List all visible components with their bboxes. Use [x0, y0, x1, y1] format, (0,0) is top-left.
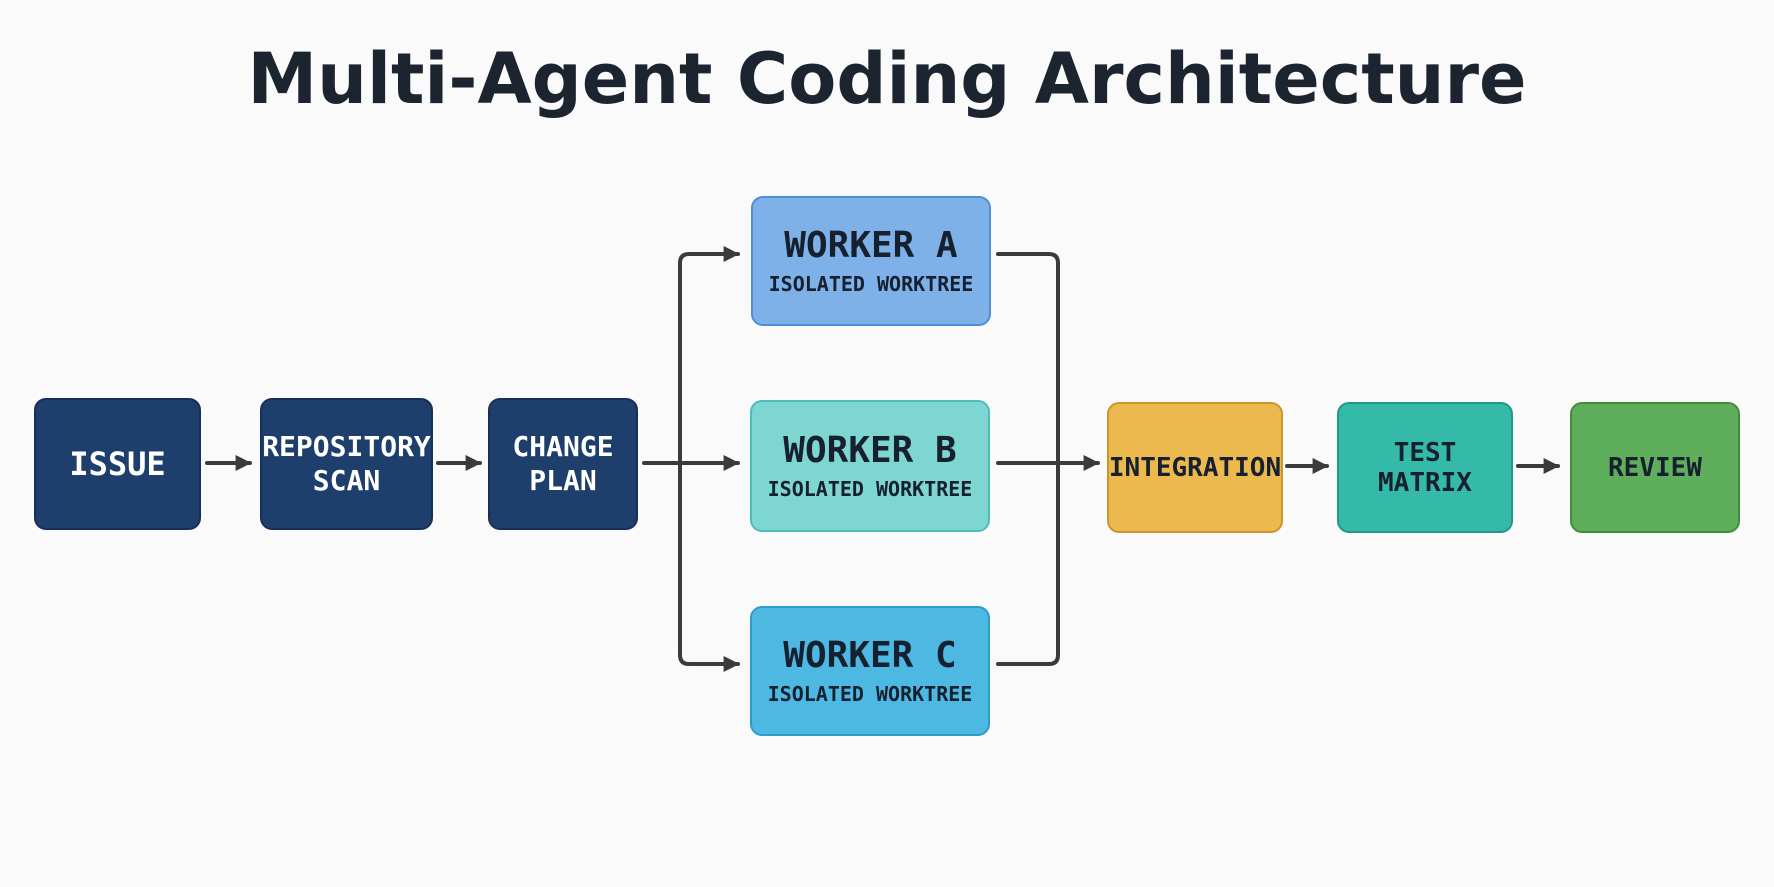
node-worker-b-label: WORKER B [783, 430, 957, 471]
node-review: REVIEW [1570, 402, 1740, 533]
node-review-label: REVIEW [1608, 452, 1702, 483]
node-test-matrix-label: TEST MATRIX [1378, 437, 1472, 498]
node-repository-scan: REPOSITORY SCAN [260, 398, 433, 530]
node-worker-b: WORKER B ISOLATED WORKTREE [750, 400, 990, 532]
node-repository-scan-label: REPOSITORY SCAN [262, 430, 431, 497]
node-worker-a-sub: ISOLATED WORKTREE [768, 272, 974, 296]
node-change-plan: CHANGE PLAN [488, 398, 638, 530]
node-worker-c-label: WORKER C [783, 635, 957, 676]
node-worker-c-sub: ISOLATED WORKTREE [767, 682, 973, 706]
node-test-matrix: TEST MATRIX [1337, 402, 1513, 533]
node-worker-a-label: WORKER A [784, 225, 958, 266]
node-integration: INTEGRATION [1107, 402, 1283, 533]
node-change-plan-label: CHANGE PLAN [512, 430, 614, 497]
arrow-branch-to-worker-a [678, 246, 740, 465]
diagram-title: Multi-Agent Coding Architecture [247, 38, 1527, 120]
node-worker-b-sub: ISOLATED WORKTREE [767, 477, 973, 501]
node-issue: ISSUE [34, 398, 201, 530]
line-worker-c-merge [996, 461, 1060, 666]
node-issue-label: ISSUE [69, 445, 166, 483]
node-worker-c: WORKER C ISOLATED WORKTREE [750, 606, 990, 736]
node-integration-label: INTEGRATION [1108, 452, 1282, 483]
node-worker-a: WORKER A ISOLATED WORKTREE [751, 196, 991, 326]
line-worker-a-merge [996, 252, 1060, 465]
arrow-branch-to-worker-c [678, 461, 740, 672]
